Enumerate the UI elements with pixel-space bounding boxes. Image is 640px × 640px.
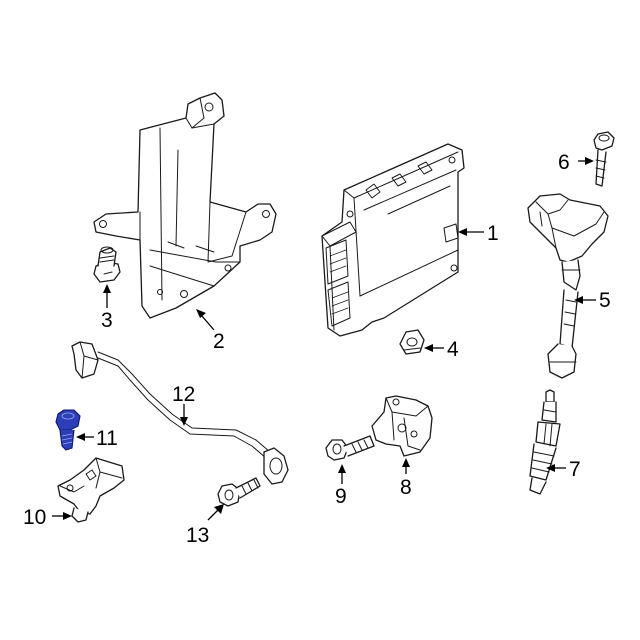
part-1-ecm[interactable]	[321, 143, 465, 337]
part-3-bolt[interactable]	[93, 246, 121, 283]
callout-7[interactable]: 7	[569, 458, 581, 481]
arrow-head-9	[338, 464, 346, 473]
callout-arrows	[52, 157, 596, 521]
arrow-head-8	[402, 458, 410, 467]
arrow-head-1	[458, 228, 467, 236]
arrow-2	[201, 315, 215, 331]
part-2-bracket[interactable]	[93, 92, 277, 319]
callout-11[interactable]: 11	[96, 427, 118, 450]
part-12-knock-sensor[interactable]	[71, 341, 289, 485]
arrow-head-2	[196, 309, 206, 318]
arrow-head-11	[76, 433, 85, 441]
arrow-head-5	[574, 296, 583, 304]
part-5-ignition-coil[interactable]	[527, 193, 609, 379]
callout-6[interactable]: 6	[558, 151, 570, 174]
part-6-bolt[interactable]	[593, 131, 615, 187]
callout-2[interactable]: 2	[213, 330, 225, 353]
part-8-sensor-bracket[interactable]	[371, 395, 433, 457]
arrow-head-10	[63, 512, 72, 520]
part-11-bolt-highlighted[interactable]	[55, 409, 81, 451]
callout-8[interactable]: 8	[400, 476, 412, 499]
callout-13[interactable]: 13	[186, 524, 209, 547]
callout-4[interactable]: 4	[447, 338, 459, 361]
callout-9[interactable]: 9	[335, 485, 347, 508]
callout-3[interactable]: 3	[101, 309, 113, 332]
part-10-position-sensor[interactable]	[57, 457, 125, 523]
arrow-13	[207, 509, 219, 521]
part-4-nut[interactable]	[399, 329, 425, 355]
arrow-head-3	[103, 284, 111, 293]
callout-10[interactable]: 10	[23, 506, 46, 529]
part-9-bolt[interactable]	[325, 435, 375, 461]
arrow-head-12	[180, 417, 188, 426]
callout-1[interactable]: 1	[487, 222, 499, 245]
arrow-head-6	[585, 157, 594, 165]
arrow-head-13	[214, 504, 224, 514]
part-13-stud-bolt[interactable]	[217, 477, 261, 507]
callout-labels: 1 2 3 4 5 6 7 8 9 10 11 12 13	[23, 151, 611, 547]
arrow-head-7	[546, 464, 555, 472]
arrow-head-4	[424, 344, 433, 352]
part-7-spark-plug[interactable]	[529, 389, 561, 495]
callout-12[interactable]: 12	[172, 383, 195, 406]
callout-5[interactable]: 5	[599, 289, 611, 312]
